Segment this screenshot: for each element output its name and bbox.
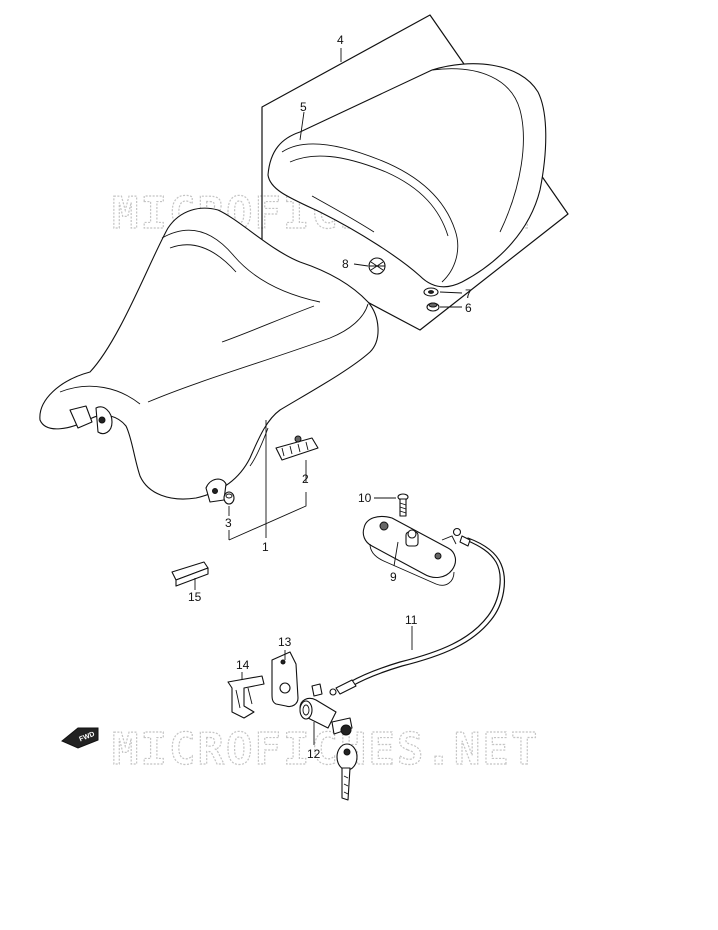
callout-6: 6 <box>465 301 472 315</box>
callout-11: 11 <box>405 613 418 627</box>
callout-10: 10 <box>358 491 372 505</box>
part-13-bracket[interactable] <box>271 651 299 708</box>
fwd-direction-icon: FWD <box>61 727 99 749</box>
watermark-bottom: MICROFICHES.NET <box>112 724 539 775</box>
rear-seat-assembly-frame <box>261 14 569 331</box>
callout-12: 12 <box>307 747 321 761</box>
callout-4: 4 <box>337 33 344 47</box>
callout-3: 3 <box>225 516 232 530</box>
part-2-clip[interactable] <box>275 435 319 461</box>
callout-5: 5 <box>300 100 307 114</box>
callout-7: 7 <box>465 287 472 301</box>
part-6-nut[interactable] <box>426 302 440 312</box>
leader-lines <box>194 48 463 745</box>
callout-14: 14 <box>236 658 250 672</box>
callout-13: 13 <box>278 635 292 649</box>
part-10-bolt[interactable] <box>397 493 409 517</box>
part-3-grommet[interactable] <box>223 491 235 505</box>
part-15-spacer[interactable] <box>171 561 209 587</box>
part-11-cable[interactable] <box>329 527 505 696</box>
callout-1: 1 <box>262 540 269 554</box>
part-12-key-lock[interactable] <box>299 683 358 801</box>
part-8-cushion[interactable] <box>368 257 386 275</box>
rear-pillion-seat[interactable] <box>267 63 547 288</box>
callout-2: 2 <box>302 472 309 486</box>
part-7-washer[interactable] <box>423 287 439 297</box>
callout-15: 15 <box>188 590 202 604</box>
part-9-seat-lock[interactable] <box>362 515 457 586</box>
front-seat[interactable] <box>39 207 379 503</box>
callout-8: 8 <box>342 257 349 271</box>
callout-9: 9 <box>390 570 397 584</box>
part-14-clip[interactable] <box>227 675 265 719</box>
